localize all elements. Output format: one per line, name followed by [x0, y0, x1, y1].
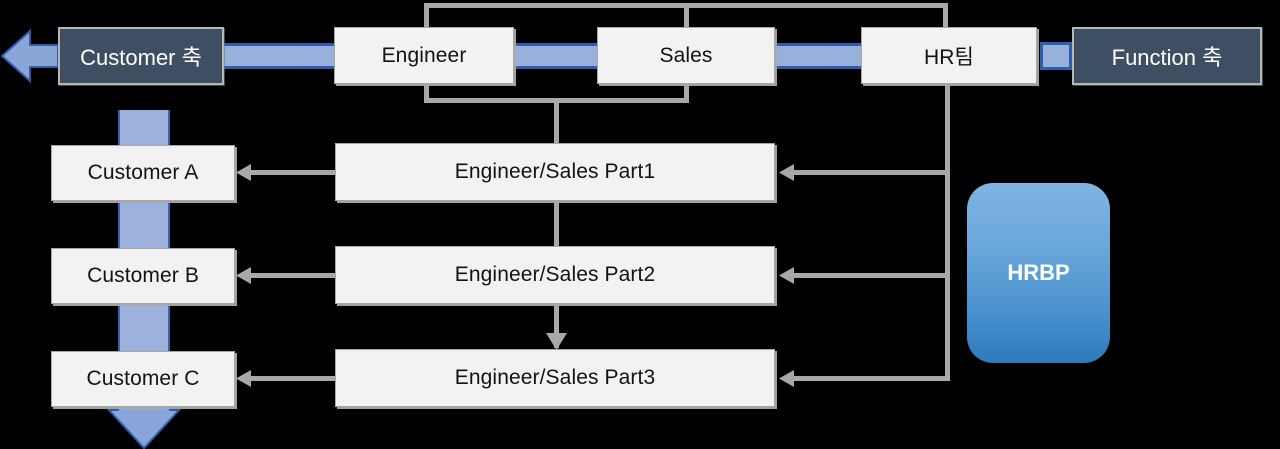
arrowhead-left-customer-c: [236, 370, 251, 387]
blue-bar-engineer-to-sales: [510, 43, 602, 69]
node-customer-a[interactable]: Customer A: [51, 145, 235, 201]
node-part3-label: Engineer/Sales Part3: [454, 366, 656, 389]
connector-sales-down: [684, 82, 689, 103]
arrowhead-left-customer-a: [236, 164, 251, 181]
connector-top-to-sales: [684, 3, 689, 30]
node-hr-team-label: HR팀: [924, 45, 974, 69]
connector-hr-to-part3: [790, 376, 948, 381]
connector-hr-spine: [945, 84, 950, 381]
function-axis-label-text: Function 축: [1111, 45, 1223, 70]
arrowhead-down-part3: [546, 333, 567, 350]
node-engineer[interactable]: Engineer: [334, 27, 514, 84]
node-hr-team[interactable]: HR팀: [861, 27, 1037, 84]
node-part1[interactable]: Engineer/Sales Part1: [335, 143, 775, 201]
connector-part1-to-customer-a: [248, 170, 338, 175]
node-part3[interactable]: Engineer/Sales Part3: [335, 349, 775, 407]
node-hrbp-label: HRBP: [1007, 260, 1070, 285]
arrowhead-left-part1-right: [779, 164, 794, 181]
node-part2[interactable]: Engineer/Sales Part2: [335, 246, 775, 304]
node-part1-label: Engineer/Sales Part1: [454, 160, 656, 183]
node-customer-b[interactable]: Customer B: [51, 248, 235, 304]
connector-top-to-engineer: [424, 3, 429, 30]
arrowhead-left-part2-right: [779, 267, 794, 284]
arrowhead-left-part3-right: [779, 370, 794, 387]
node-sales-label: Sales: [659, 43, 713, 67]
connector-engineer-down: [424, 82, 429, 103]
customer-axis-arrow-icon: [0, 28, 59, 84]
node-customer-c-label: Customer C: [86, 367, 200, 390]
node-customer-c[interactable]: Customer C: [51, 351, 235, 407]
customer-axis-label-text: Customer 축: [80, 45, 202, 70]
blue-bar-customer-to-engineer: [224, 43, 340, 69]
node-customer-a-label: Customer A: [87, 161, 199, 184]
node-sales[interactable]: Sales: [597, 27, 775, 84]
connector-part2-to-customer-b: [248, 273, 338, 278]
blue-bar-hr-to-function: [1040, 42, 1072, 70]
connector-hr-to-part2: [790, 273, 948, 278]
node-hrbp[interactable]: HRBP: [967, 183, 1110, 363]
connector-top-to-hr: [943, 3, 948, 30]
customer-axis-label: Customer 축: [58, 27, 224, 85]
function-axis-label: Function 축: [1072, 27, 1262, 85]
node-engineer-label: Engineer: [381, 43, 467, 67]
connector-parts-spine: [554, 98, 559, 348]
node-customer-b-label: Customer B: [87, 264, 199, 287]
customer-flow-arrow-icon: [106, 401, 182, 449]
connector-hr-to-part1: [790, 170, 948, 175]
blue-bar-sales-to-hr: [770, 43, 865, 69]
connector-part3-to-customer-c: [248, 376, 338, 381]
node-part2-label: Engineer/Sales Part2: [454, 263, 656, 286]
arrowhead-left-customer-b: [236, 267, 251, 284]
